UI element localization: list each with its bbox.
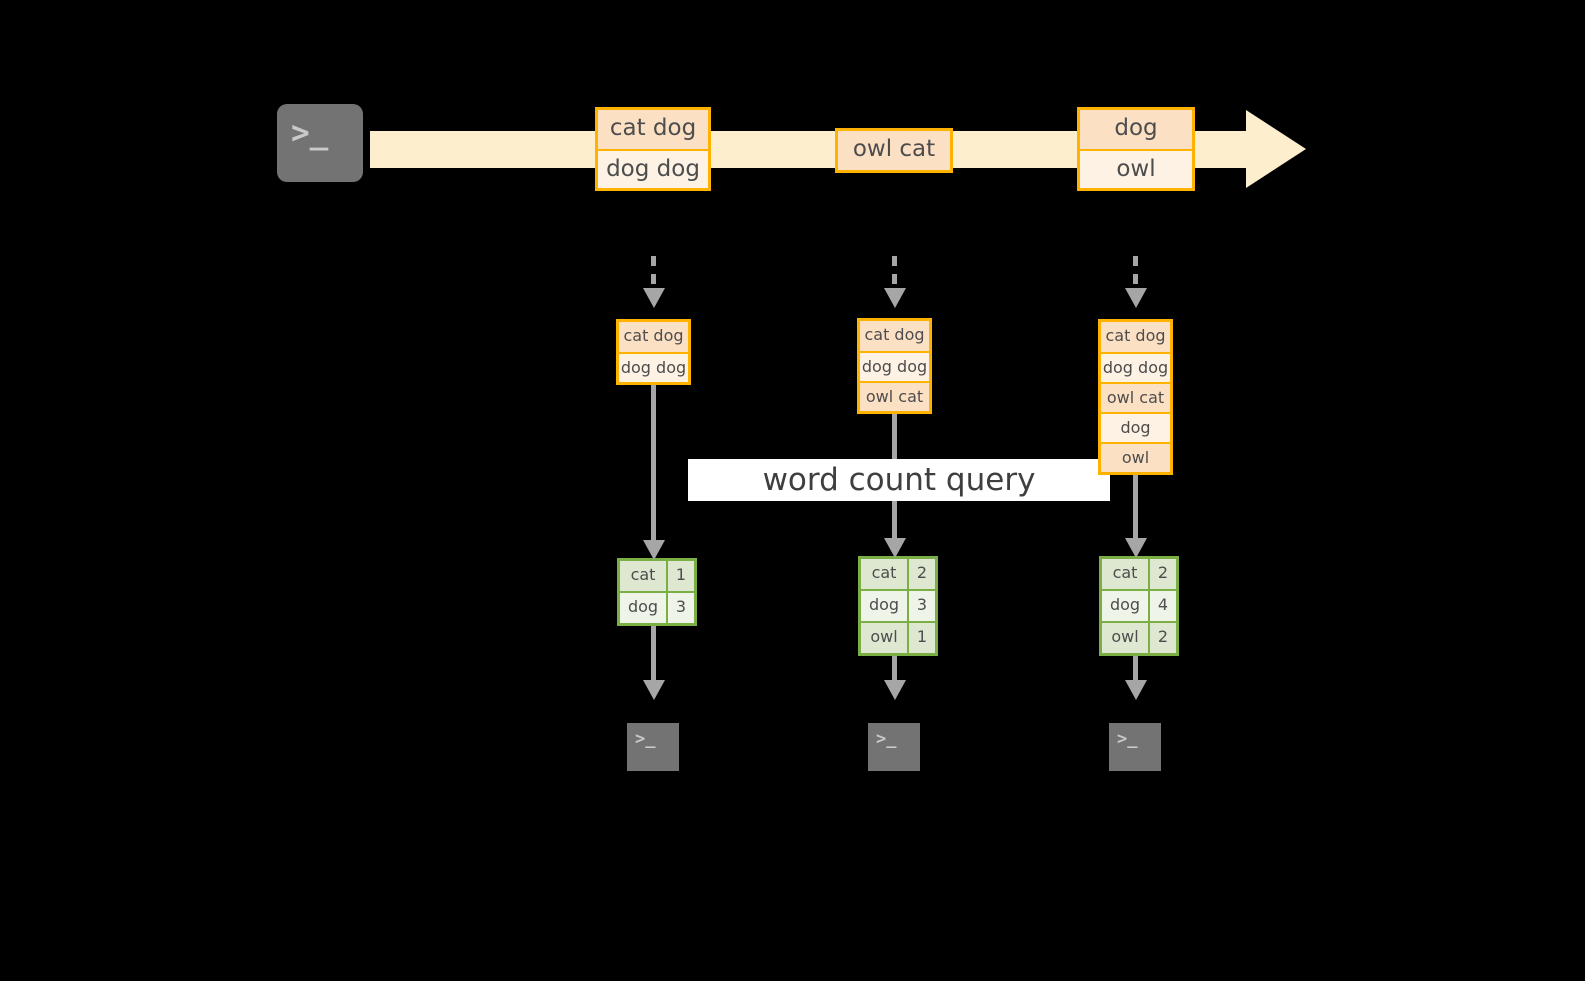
stream-to-snapshot-arrow-1 <box>651 256 656 290</box>
result-to-consumer-arrow-2 <box>892 650 897 684</box>
query-label-band <box>688 459 1110 501</box>
stream-to-snapshot-arrow-3 <box>1133 256 1138 290</box>
stream-arrow-head-icon <box>1246 110 1306 188</box>
consumer-terminal-icon-2[interactable]: >_ <box>860 715 928 779</box>
result-word: dog <box>861 591 907 621</box>
snapshot-to-result-arrow-3 <box>1133 470 1138 548</box>
result-row: cat 1 <box>620 561 694 591</box>
terminal-prompt-icon: >_ <box>876 729 897 749</box>
result-row: owl 1 <box>861 621 935 653</box>
query-label: word count query <box>762 462 1036 498</box>
result-row: owl 2 <box>1102 621 1176 653</box>
result-word: cat <box>861 559 907 589</box>
result-count: 3 <box>907 591 935 621</box>
result-to-consumer-arrow-3 <box>1133 650 1138 684</box>
result-row: dog 3 <box>620 591 694 623</box>
result-row: cat 2 <box>1102 559 1176 589</box>
consumer-terminal-icon-3[interactable]: >_ <box>1101 715 1169 779</box>
result-table-2[interactable]: cat 2 dog 3 owl 1 <box>858 556 938 656</box>
result-to-consumer-arrowhead-1 <box>643 680 665 700</box>
result-count: 3 <box>666 593 694 623</box>
snapshot-to-result-arrow-1 <box>651 380 656 548</box>
stream-event-line: dog dog <box>598 149 708 188</box>
result-count: 2 <box>1148 559 1176 589</box>
snapshot-row: cat dog <box>619 322 688 352</box>
snapshot-row: dog dog <box>860 351 929 381</box>
terminal-screen: >_ <box>868 723 920 771</box>
snapshot-to-result-arrowhead-1 <box>643 540 665 560</box>
stream-to-snapshot-arrowhead-2 <box>884 288 906 308</box>
result-table-1[interactable]: cat 1 dog 3 <box>617 558 697 626</box>
result-count: 1 <box>666 561 694 591</box>
result-row: dog 3 <box>861 589 935 621</box>
result-row: dog 4 <box>1102 589 1176 621</box>
result-table-3[interactable]: cat 2 dog 4 owl 2 <box>1099 556 1179 656</box>
result-word: owl <box>1102 623 1148 653</box>
stream-event-line: cat dog <box>598 110 708 149</box>
result-word: cat <box>620 561 666 591</box>
consumer-terminal-icon-1[interactable]: >_ <box>619 715 687 779</box>
result-count: 2 <box>907 559 935 589</box>
result-count: 4 <box>1148 591 1176 621</box>
stream-event-line: owl <box>1080 149 1192 188</box>
result-to-consumer-arrow-1 <box>651 622 656 684</box>
result-to-consumer-arrowhead-3 <box>1125 680 1147 700</box>
snapshot-row: dog dog <box>619 352 688 382</box>
result-to-consumer-arrowhead-2 <box>884 680 906 700</box>
stream-event-line: owl cat <box>838 131 950 170</box>
terminal-screen: >_ <box>1109 723 1161 771</box>
snapshot-row: dog dog <box>1101 352 1170 382</box>
terminal-prompt-icon: >_ <box>1117 729 1138 749</box>
stream-to-snapshot-arrow-2 <box>892 256 897 290</box>
snapshot-table-1[interactable]: cat dog dog dog <box>616 319 691 385</box>
stream-event-line: dog <box>1080 110 1192 149</box>
snapshot-to-result-arrowhead-2 <box>884 538 906 558</box>
stream-to-snapshot-arrowhead-3 <box>1125 288 1147 308</box>
result-word: owl <box>861 623 907 653</box>
snapshot-table-3[interactable]: cat dog dog dog owl cat dog owl <box>1098 319 1173 475</box>
stream-event-a[interactable]: cat dog dog dog <box>595 107 711 191</box>
stream-event-c[interactable]: dog owl <box>1077 107 1195 191</box>
terminal-screen: >_ <box>277 104 363 182</box>
result-row: cat 2 <box>861 559 935 589</box>
stream-to-snapshot-arrowhead-1 <box>643 288 665 308</box>
snapshot-row: owl cat <box>1101 382 1170 412</box>
result-word: dog <box>1102 591 1148 621</box>
snapshot-row: owl <box>1101 442 1170 472</box>
producer-terminal-icon[interactable]: >_ <box>267 94 373 192</box>
result-count: 2 <box>1148 623 1176 653</box>
terminal-screen: >_ <box>627 723 679 771</box>
snapshot-to-result-arrowhead-3 <box>1125 538 1147 558</box>
snapshot-row: owl cat <box>860 381 929 411</box>
result-word: dog <box>620 593 666 623</box>
snapshot-table-2[interactable]: cat dog dog dog owl cat <box>857 318 932 414</box>
terminal-prompt-icon: >_ <box>291 115 329 151</box>
snapshot-row: dog <box>1101 412 1170 442</box>
result-count: 1 <box>907 623 935 653</box>
snapshot-row: cat dog <box>860 321 929 351</box>
stream-event-b[interactable]: owl cat <box>835 128 953 173</box>
terminal-prompt-icon: >_ <box>635 729 656 749</box>
snapshot-row: cat dog <box>1101 322 1170 352</box>
result-word: cat <box>1102 559 1148 589</box>
